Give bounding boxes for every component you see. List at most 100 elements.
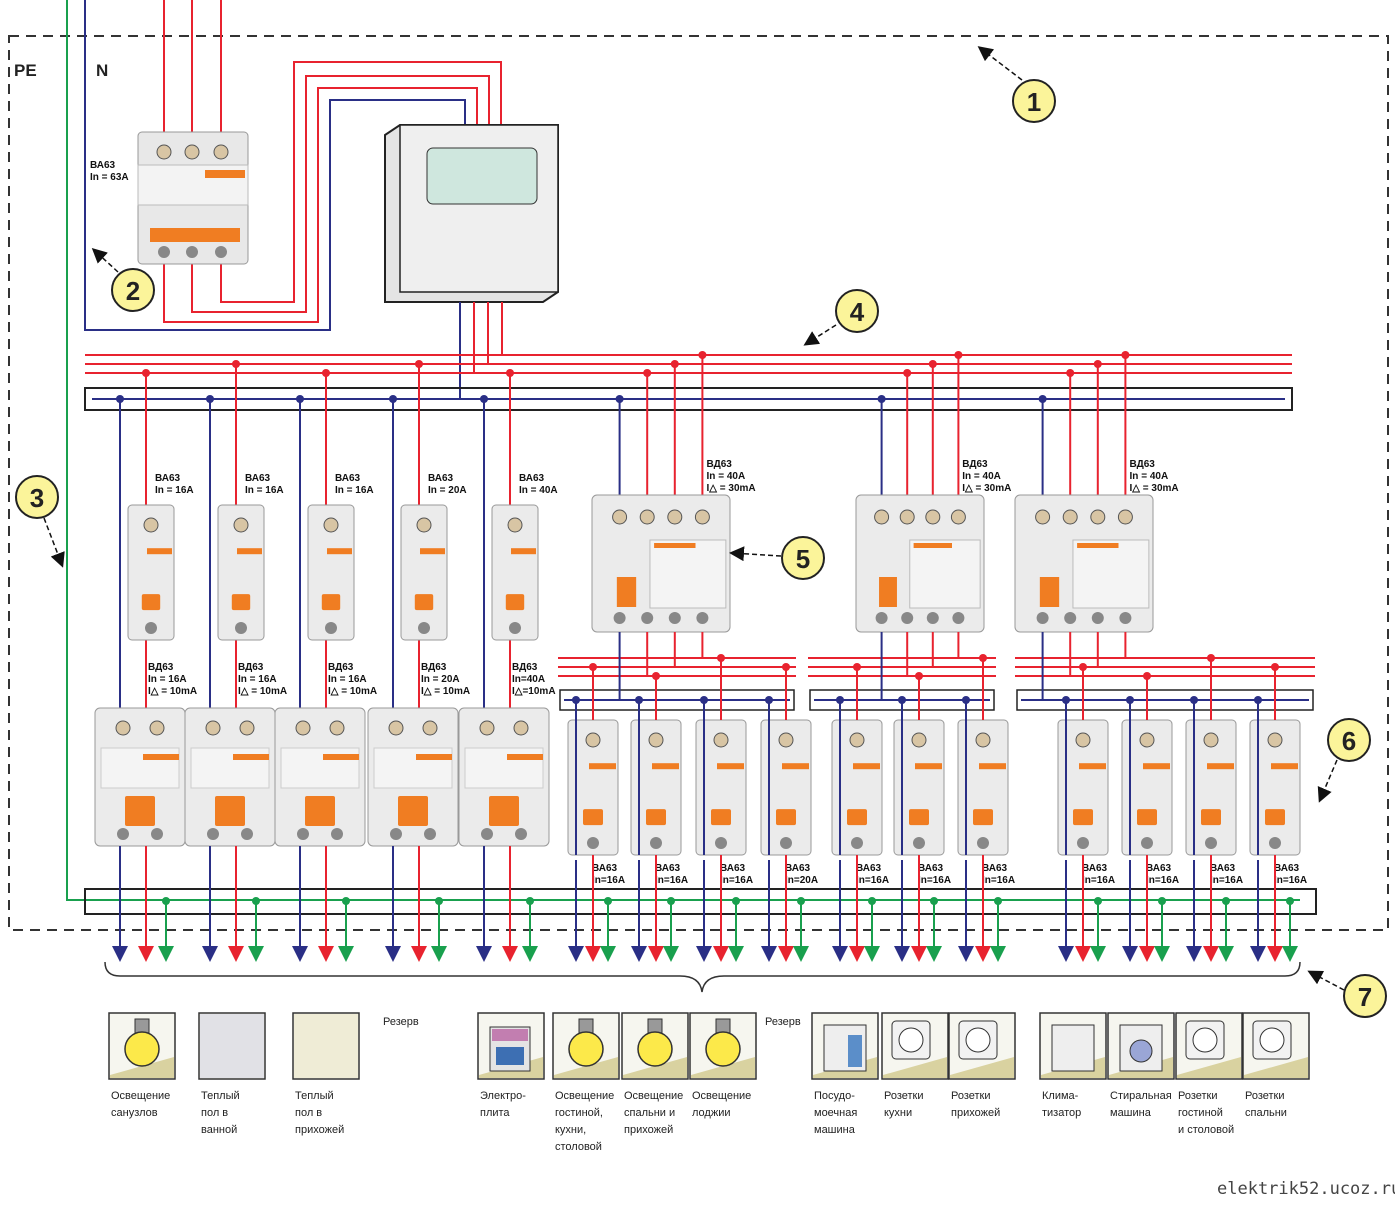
icon-floor: [883, 1057, 947, 1078]
pe-busbar: [84, 888, 1317, 915]
junction-dot: [1271, 663, 1279, 671]
brand-strip: [654, 543, 696, 548]
terminal-screw: [297, 828, 309, 840]
terminal-screw: [390, 828, 402, 840]
toggle-lever: [231, 594, 251, 611]
junction-dot: [915, 672, 923, 680]
lamp-icon: [108, 1012, 176, 1080]
brand-strip: [1077, 543, 1119, 548]
junction-dot: [142, 369, 150, 377]
sub-breaker: [1121, 719, 1173, 856]
junction-dot: [1158, 897, 1166, 905]
terminal-screw: [613, 612, 626, 624]
junction-dot: [415, 360, 423, 368]
brand-strip: [416, 754, 452, 760]
junction-dot: [979, 654, 987, 662]
terminal-screw: [874, 509, 890, 525]
load-caption: прихожей: [624, 1124, 673, 1136]
sub-breaker-type: ВА63: [918, 863, 944, 874]
brand-strip: [1271, 763, 1298, 770]
terminal-screw: [1077, 837, 1089, 849]
rcd-type: ВД63: [238, 662, 264, 673]
terminal-screw: [696, 612, 709, 624]
junction-dot: [232, 360, 240, 368]
branch-rcd: [458, 707, 550, 847]
branch-rcd: [274, 707, 366, 847]
junction-dot: [389, 395, 397, 403]
toggle-lever: [973, 809, 993, 826]
load-caption: прихожей: [295, 1124, 344, 1136]
icon-floor: [691, 1057, 755, 1078]
brand-strip: [143, 754, 179, 760]
lamp-bulb: [637, 1031, 673, 1067]
junction-dot: [954, 351, 963, 359]
terminal-screw: [422, 720, 438, 736]
brand-strip: [233, 754, 269, 760]
terminal-screw: [388, 720, 404, 736]
lamp-bulb: [568, 1031, 604, 1067]
brand-strip: [717, 763, 744, 770]
toggle-lever: [125, 796, 155, 826]
lamp-icon: [689, 1012, 757, 1080]
sub-breaker-type: ВА63: [982, 863, 1008, 874]
junction-dot: [836, 696, 844, 704]
load-caption: лоджии: [692, 1107, 730, 1119]
lamp-base: [715, 1018, 731, 1034]
terminal-screw: [1139, 732, 1155, 748]
group-neutral-busbar: [1016, 689, 1314, 711]
sub-breaker: [760, 719, 812, 856]
terminal-screw: [331, 828, 343, 840]
device-body: [491, 504, 539, 641]
terminal-screw: [901, 612, 914, 624]
terminal-screw: [295, 720, 311, 736]
junction-dot: [162, 897, 170, 905]
junction-dot: [435, 897, 443, 905]
branch-rcd: [184, 707, 276, 847]
load-caption: прихожей: [951, 1107, 1000, 1119]
load-caption: гостиной: [1178, 1107, 1223, 1119]
load-caption: кухни: [884, 1107, 912, 1119]
terminal-screw: [1203, 732, 1219, 748]
junction-dot: [994, 897, 1002, 905]
junction-dot: [765, 696, 773, 704]
main-breaker: [137, 131, 249, 265]
junction-dot: [615, 395, 624, 403]
group-rcd-rating: In = 40A: [1130, 471, 1169, 482]
socket-icon: [948, 1012, 1016, 1080]
breaker-type: ВА63: [335, 473, 361, 484]
terminal-screw: [650, 837, 662, 849]
toggle-lever: [909, 809, 929, 826]
panel-enclosure: [8, 35, 1389, 931]
load-caption: спальни: [1245, 1107, 1287, 1119]
sub-breaker: [1249, 719, 1301, 856]
rcd-type: ВД63: [328, 662, 354, 673]
junction-dot: [1094, 897, 1102, 905]
lamp-icon: [621, 1012, 689, 1080]
load-caption: Освещение: [111, 1090, 170, 1102]
svg-text:3: 3: [30, 483, 44, 513]
junction-dot: [1093, 360, 1102, 368]
brand-strip: [323, 754, 359, 760]
terminal-screw: [323, 517, 339, 533]
socket-icon: [1175, 1012, 1243, 1080]
socket-face: [898, 1027, 924, 1053]
terminal-screw: [713, 732, 729, 748]
terminal-screw: [151, 828, 163, 840]
junction-dot: [928, 360, 937, 368]
front-panel: [649, 539, 727, 609]
junction-dot: [206, 395, 214, 403]
terminal-screw: [778, 732, 794, 748]
rcd-rating: In = 16A: [238, 674, 277, 685]
toggle-lever: [776, 809, 796, 826]
device-body: [307, 504, 355, 641]
sub-breaker-rating: In=16A: [856, 875, 889, 886]
terminal-screw: [149, 720, 165, 736]
terminal-screw: [481, 828, 493, 840]
load-caption: Розетки: [951, 1090, 991, 1102]
breaker-rating: In = 40A: [519, 485, 558, 496]
load-caption: кухни,: [555, 1124, 586, 1136]
floor-tiles: [200, 1014, 264, 1078]
load-caption: тизатор: [1042, 1107, 1081, 1119]
group-rcd-type: ВД63: [962, 459, 988, 470]
terminal-screw: [851, 837, 863, 849]
